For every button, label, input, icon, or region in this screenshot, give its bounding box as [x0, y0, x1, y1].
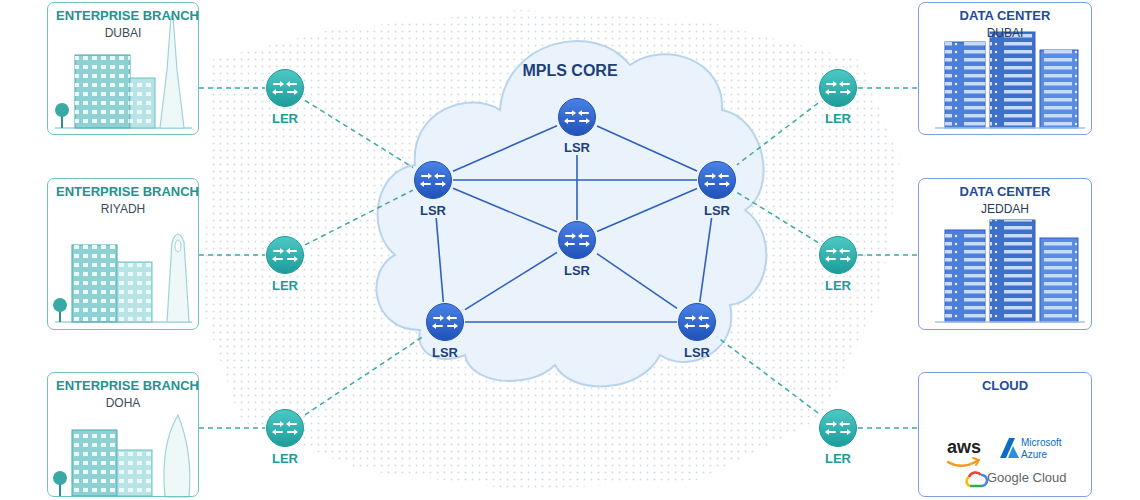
router-icon	[818, 408, 858, 448]
logo-text: Google Cloud	[987, 471, 1067, 486]
access-link	[858, 427, 918, 429]
site-title: DATA CENTER	[927, 8, 1083, 24]
router-icon	[557, 220, 597, 260]
site-box: CLOUD aws Microsoft AzureGoogle Cloud	[918, 372, 1092, 497]
router-label: LSR	[557, 141, 597, 155]
map-region	[200, 10, 900, 490]
lsr-router: LSR	[413, 160, 453, 218]
router-icon	[818, 68, 858, 108]
site-box: DATA CENTER JEDDAH	[918, 178, 1092, 330]
cloud-title: MPLS CORE	[360, 62, 780, 80]
access-link	[305, 335, 425, 415]
core-link	[597, 189, 697, 232]
site-title: CLOUD	[927, 378, 1083, 394]
core-link	[700, 218, 712, 302]
access-link	[305, 100, 413, 167]
router-icon	[677, 302, 717, 342]
building-illustration	[55, 16, 192, 128]
router-icon	[697, 160, 737, 200]
router-label: LER	[818, 112, 858, 126]
access-link	[717, 337, 818, 413]
branch-box: ENTERPRISE BRANCH RIYADH	[47, 178, 199, 330]
router-icon	[818, 235, 858, 275]
router-label: LSR	[677, 346, 717, 360]
site-city: JEDDAH	[927, 202, 1083, 217]
router-label: LER	[265, 112, 305, 126]
access-link	[199, 427, 265, 429]
router-label: LSR	[697, 204, 737, 218]
access-link	[199, 87, 265, 89]
router-icon	[265, 68, 305, 108]
server-illustration	[935, 32, 1085, 128]
lsr-router: LSR	[557, 97, 597, 155]
ler-router: LER	[818, 408, 858, 466]
branch-box: ENTERPRISE BRANCH DUBAI	[47, 2, 199, 135]
router-icon	[265, 408, 305, 448]
branch-box: ENTERPRISE BRANCH DOHA	[47, 372, 199, 497]
router-label: LER	[265, 279, 305, 293]
lsr-router: LSR	[557, 220, 597, 278]
building-illustration	[53, 415, 190, 497]
core-link	[453, 188, 557, 231]
router-label: LSR	[413, 204, 453, 218]
site-city: DOHA	[56, 396, 190, 411]
core-link	[436, 218, 443, 302]
router-icon	[265, 235, 305, 275]
access-link	[305, 190, 413, 245]
core-link	[576, 155, 578, 220]
router-icon	[425, 302, 465, 342]
access-link	[737, 192, 818, 242]
ler-router: LER	[818, 68, 858, 126]
core-link	[597, 126, 697, 171]
server-illustration	[935, 220, 1085, 322]
router-label: LER	[818, 452, 858, 466]
router-label: LER	[818, 279, 858, 293]
site-city: DUBAI	[927, 26, 1083, 41]
site-title: ENTERPRISE BRANCH	[56, 184, 190, 200]
router-icon	[557, 97, 597, 137]
access-link	[858, 254, 918, 256]
access-link	[858, 87, 918, 89]
site-city: DUBAI	[56, 26, 190, 41]
router-label: LSR	[557, 264, 597, 278]
core-link	[453, 126, 557, 172]
ler-router: LER	[265, 68, 305, 126]
logo-text: aws	[947, 437, 981, 458]
core-link	[453, 179, 697, 181]
site-city: RIYADH	[56, 202, 190, 217]
router-label: LSR	[425, 346, 465, 360]
core-link	[465, 252, 557, 309]
lsr-router: LSR	[677, 302, 717, 360]
site-box: DATA CENTER DUBAI	[918, 2, 1092, 135]
mpls-cloud: MPLS CORE LSR LSR LSR LSR LSR LSR	[360, 20, 780, 405]
ler-router: LER	[265, 408, 305, 466]
ler-router: LER	[818, 235, 858, 293]
access-link	[199, 254, 265, 256]
lsr-router: LSR	[425, 302, 465, 360]
building-illustration	[53, 234, 192, 322]
site-title: ENTERPRISE BRANCH	[56, 378, 190, 394]
logo-text: Microsoft Azure	[1021, 437, 1085, 460]
ler-router: LER	[265, 235, 305, 293]
core-link	[597, 254, 677, 309]
router-icon	[413, 160, 453, 200]
lsr-router: LSR	[697, 160, 737, 218]
site-title: ENTERPRISE BRANCH	[56, 8, 190, 24]
core-link	[465, 321, 677, 323]
access-link	[737, 103, 818, 165]
site-title: DATA CENTER	[927, 184, 1083, 200]
router-label: LER	[265, 452, 305, 466]
